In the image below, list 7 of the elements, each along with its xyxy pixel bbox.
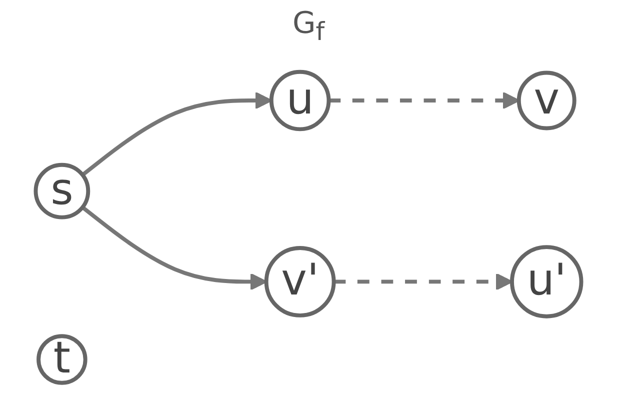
diagram-title: G$_{f}$ [292,6,325,41]
node-circle: u [269,70,331,132]
node-circle: s [34,162,90,220]
node-circle: v' [264,246,336,318]
node-circle: u' [510,245,584,318]
node-circle: v [516,70,576,130]
node-circle: t [36,334,88,385]
